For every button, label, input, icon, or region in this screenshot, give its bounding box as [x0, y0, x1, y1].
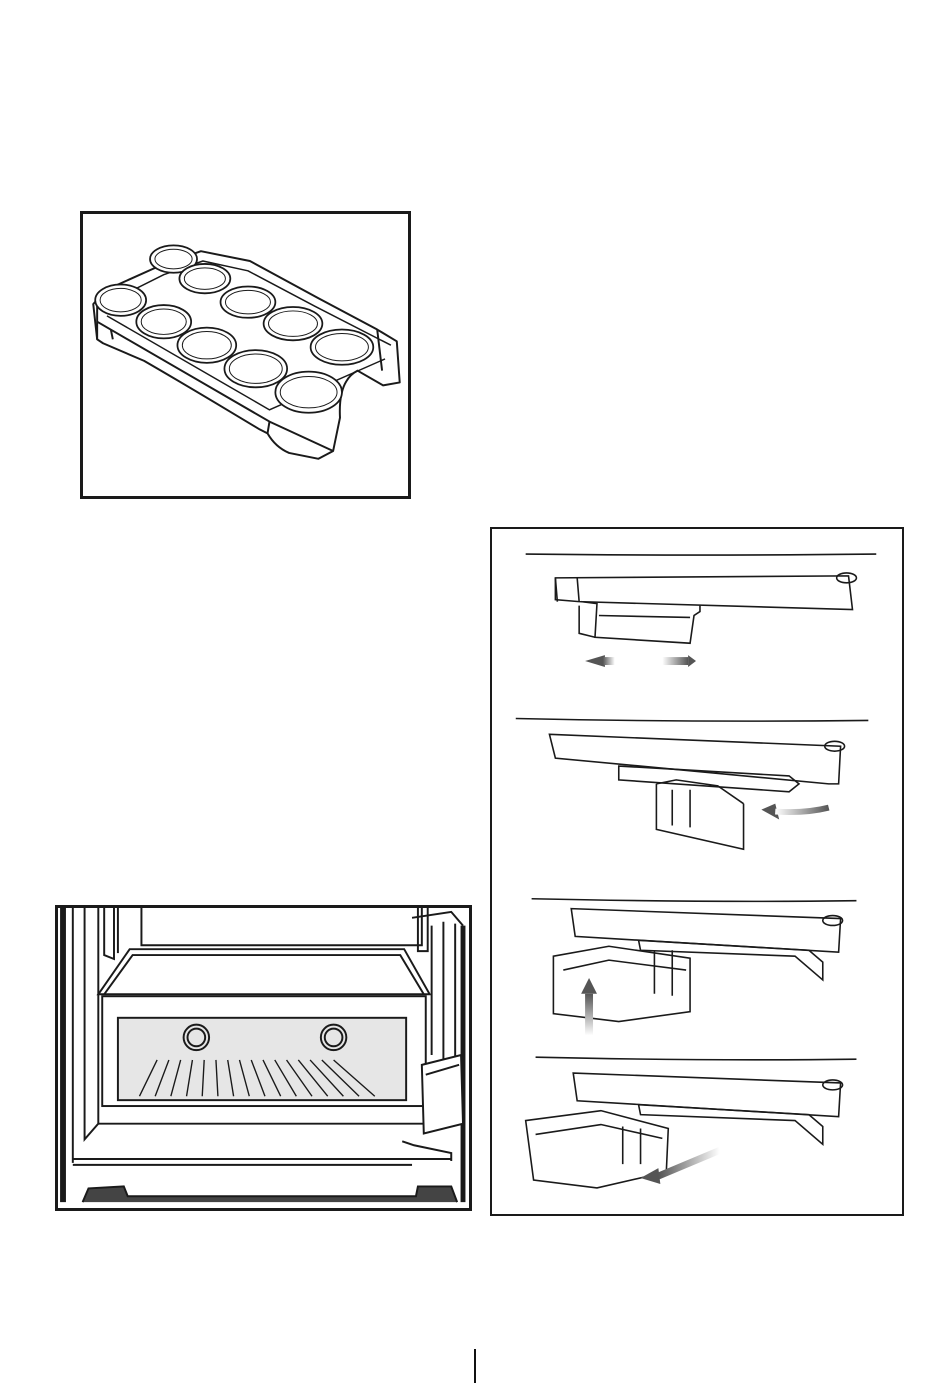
shelf-drawer-install-steps-icon [492, 529, 902, 1214]
freezer-drawer-figure [55, 905, 472, 1211]
drawer-install-steps-figure [490, 527, 904, 1216]
freezer-drawer-icon [58, 908, 469, 1208]
step-3-icon [532, 899, 857, 1022]
step-4-icon [526, 1057, 857, 1188]
egg-tray-figure [80, 211, 411, 499]
egg-tray-icon [83, 214, 408, 496]
step-1-icon [526, 554, 877, 643]
step-2-icon [516, 718, 869, 849]
page-divider [474, 1349, 476, 1383]
